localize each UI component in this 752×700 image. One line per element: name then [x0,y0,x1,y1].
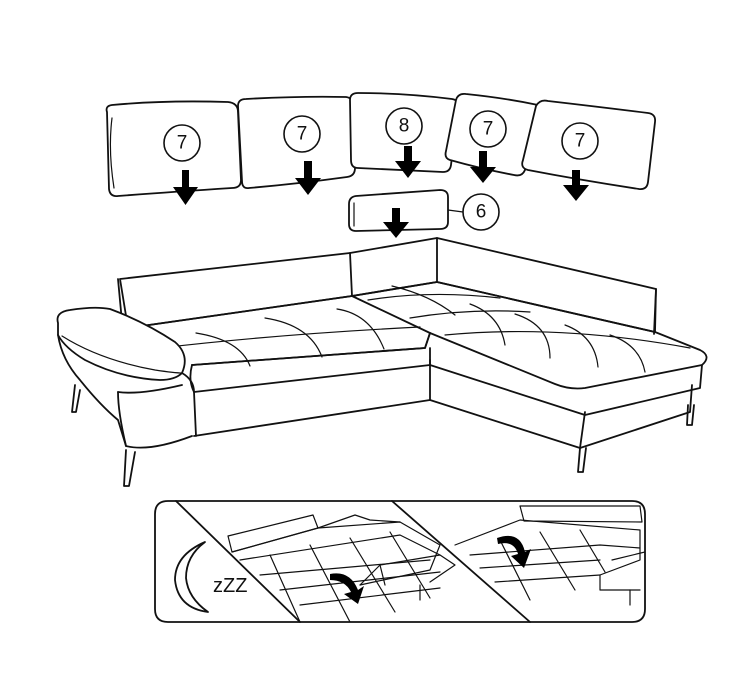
moon-icon [174,541,209,613]
headrest-badge: 6 [462,193,500,231]
down-arrow-icon [395,146,421,178]
down-arrow-icon [470,151,496,183]
cushion-badge-4: 7 [469,110,507,148]
cushion-label: 7 [297,124,308,145]
cushion-label: 8 [399,116,410,137]
cushion-label: 7 [483,119,494,140]
cushion-label: 7 [177,133,188,154]
sleep-label: zZZ [213,575,247,597]
down-arrow-icon [295,161,321,195]
curved-arrow-icon [497,535,531,568]
headrest-label: 6 [476,202,487,223]
sofa [56,237,708,487]
cushion-badge-1: 7 [163,124,201,162]
down-arrow-icon [563,170,589,201]
curved-arrow-icon [330,573,364,604]
cushion-label: 7 [575,131,586,152]
down-arrow-icon [173,170,198,205]
sleep-function-panel: zZZ [154,500,646,623]
cushion-badge-3: 8 [385,107,423,145]
cushion-badge-2: 7 [283,115,321,153]
cushion-badge-5: 7 [561,122,599,160]
down-arrow-icon [383,208,409,238]
sofa-sketch-open [454,505,645,606]
sofa-sketch-closed [227,514,456,622]
